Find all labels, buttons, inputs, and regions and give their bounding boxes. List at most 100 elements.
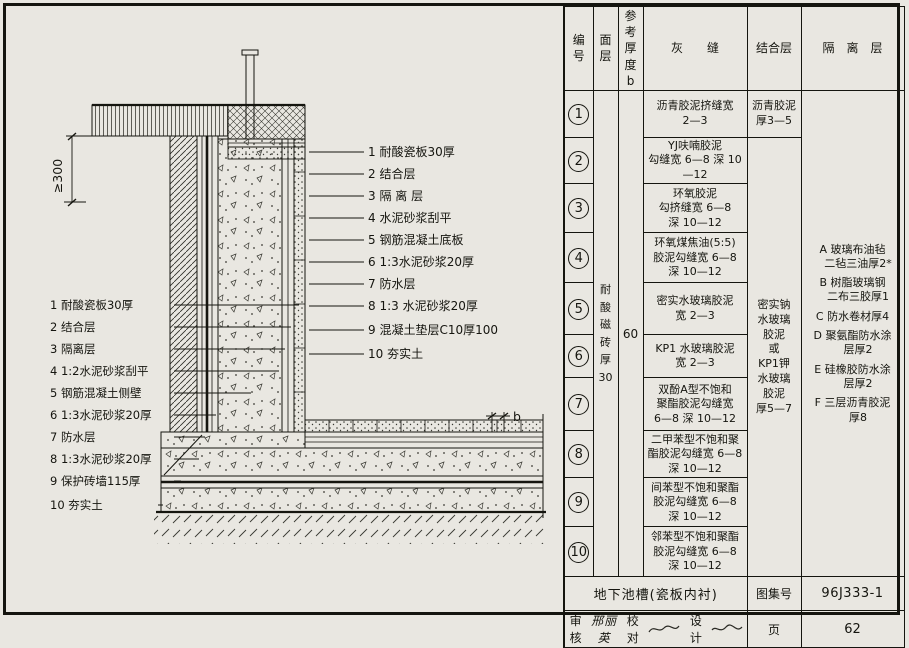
row-number-badge: 5 <box>568 298 590 320</box>
right-label: 1 耐酸瓷板30厚 <box>368 144 455 159</box>
left-label: 3 隔离层 <box>50 342 95 356</box>
row-number-badge: 8 <box>568 444 590 466</box>
left-label: 7 防水层 <box>50 430 95 444</box>
floor-bottom-slab <box>160 447 544 477</box>
page-label: 页 <box>746 610 802 648</box>
right-label: 8 1:3 水泥砂浆20厚 <box>368 298 478 313</box>
right-label: 10 夯实土 <box>368 346 423 361</box>
header-thickness: 参考 厚度 b <box>617 6 644 91</box>
page-number: 62 <box>800 610 905 648</box>
left-label: 9 保护砖墙115厚 <box>50 474 140 488</box>
isolation-layer-cell: A 玻璃布油毡 二毡三油厚2* B 树脂玻璃钢 二布三胶厚1 C 防水卷材厚4 … <box>800 89 905 578</box>
row-number-badge: 1 <box>568 103 590 125</box>
left-label: 10 夯实土 <box>50 498 103 512</box>
table-row: 3 环氧胶泥 勾挤缝宽 6—8 深 10—12 <box>563 183 904 234</box>
dim-min300-label: ≥300 <box>50 159 65 193</box>
row-number-badge: 3 <box>568 198 590 220</box>
joint-cell: 沥青胶泥挤缝宽 2—3 <box>642 89 748 138</box>
table-row: 2 YJ呋喃胶泥 勾缝宽 6—8 深 10 —12 密实钠 水玻璃 胶泥 或 K… <box>563 136 904 578</box>
signature-scribble <box>712 624 743 631</box>
atlas-number-value: 96J333-1 <box>800 576 905 612</box>
isolation-item: C 防水卷材厚4 <box>815 309 890 323</box>
table-row: 4 环氧煤焦油(5:5) 胶泥勾缝宽 6—8 深 10—12 <box>563 232 904 284</box>
thickness-cell: 60 <box>617 89 644 578</box>
atlas-number-label: 图集号 <box>746 576 802 612</box>
right-label: 6 1:3水泥砂浆20厚 <box>368 254 474 269</box>
right-label: 4 水泥砂浆刮平 <box>368 210 451 225</box>
design-label: 设计 <box>689 614 702 646</box>
left-leader-lines <box>158 304 299 506</box>
right-leader-lines <box>309 151 364 355</box>
dimension-min300: ≥300 <box>50 132 96 207</box>
wall-reinforced-concrete <box>217 138 283 433</box>
footing-chamfer <box>163 434 203 476</box>
rammed-earth-hatch <box>154 512 546 544</box>
joint-cell: 间苯型不饱和聚酯 胶泥勾缝宽 6—8 深 10—12 <box>642 477 748 528</box>
joint-cell: 密实水玻璃胶泥 宽 2—3 <box>642 282 748 336</box>
wall-tile-lining <box>293 138 306 433</box>
check-label: 校对 <box>626 614 639 646</box>
detail-drawing: ≥300 b 1 耐酸瓷板30厚 2 结合层 3 隔 离 层 4 水泥砂浆刮平 … <box>50 49 546 544</box>
floor-section <box>156 414 546 518</box>
spec-table: 编 号 面 层 参考 厚度 b 灰 缝 结合层 隔 离 层 1 耐酸 磁砖 厚3… <box>563 6 905 648</box>
row-number-badge: 2 <box>568 150 590 172</box>
table-row: 8 二甲苯型不饱和聚 酯胶泥勾缝宽 6—8 深 10—12 <box>563 430 904 479</box>
row-number-badge: 4 <box>568 247 590 269</box>
table-row: 5 密实水玻璃胶泥 宽 2—3 <box>563 282 904 336</box>
joint-cell: 双酚A型不饱和 聚酯胶泥勾缝宽 6—8 深 10—12 <box>642 377 748 432</box>
row-number-badge: 6 <box>568 346 590 368</box>
floor-cushion <box>160 487 544 513</box>
header-isolation-layer: 隔 离 层 <box>800 6 905 91</box>
joint-cell: KP1 水玻璃胶泥 宽 2—3 <box>642 334 748 379</box>
table-row: 9 间苯型不饱和聚酯 胶泥勾缝宽 6—8 深 10—12 <box>563 477 904 528</box>
header-joint: 灰 缝 <box>642 6 748 91</box>
dimension-b: b <box>486 409 521 432</box>
row-number-badge: 10 <box>568 541 590 563</box>
isolation-item: D 聚氨酯防水涂 层厚2 <box>813 329 892 357</box>
dim-b-label: b <box>513 409 521 424</box>
isolation-item: F 三层沥青胶泥 厚8 <box>814 396 891 424</box>
right-label: 7 防水层 <box>368 276 415 291</box>
wall-protective-brick <box>169 135 198 433</box>
joint-cell: 环氧煤焦油(5:5) 胶泥勾缝宽 6—8 深 10—12 <box>642 232 748 284</box>
left-label: 1 耐酸瓷板30厚 <box>50 298 133 312</box>
joint-cell: YJ呋喃胶泥 勾缝宽 6—8 深 10 —12 <box>642 136 748 185</box>
atlas-sheet: { "drawing": { "dim_min300": "≥300", "di… <box>3 3 905 648</box>
right-label: 3 隔 离 层 <box>368 188 423 203</box>
left-label: 4 1:2水泥砂浆刮平 <box>50 364 148 378</box>
table-row: 1 耐酸 磁砖 厚30 60 沥青胶泥挤缝宽 2—3 沥青胶泥 厚3—5 A 玻… <box>563 89 905 578</box>
pipe <box>241 49 259 139</box>
header-number: 编 号 <box>563 6 594 91</box>
joint-cell: 环氧胶泥 勾挤缝宽 6—8 深 10—12 <box>642 183 748 234</box>
right-label: 9 混凝土垫层C10厚100 <box>368 322 498 337</box>
bonding-cell: 沥青胶泥 厚3—5 <box>746 89 802 138</box>
floor-footing-concrete <box>160 431 306 449</box>
header-bonding-layer: 结合层 <box>746 6 802 91</box>
title-row: 地下池槽(瓷板内衬) 图集号 96J333-1 <box>563 576 905 612</box>
left-label-list: 1 耐酸瓷板30厚 2 结合层 3 隔离层 4 1:2水泥砂浆刮平 5 钢筋混凝… <box>50 298 152 512</box>
isolation-item: A 玻璃布油毡 二毡三油厚2* <box>819 242 892 270</box>
signature-row: 审核 邢丽英 校对 设计 页 62 <box>563 610 905 648</box>
signature-scribble <box>648 626 680 633</box>
wall-section <box>169 135 306 433</box>
left-label: 8 1:3水泥砂浆20厚 <box>50 452 152 466</box>
row-number-badge: 9 <box>568 492 590 514</box>
table-header-row: 编 号 面 层 参考 厚度 b 灰 缝 结合层 隔 离 层 <box>563 6 905 91</box>
joint-cell: 二甲苯型不饱和聚 酯胶泥勾缝宽 6—8 深 10—12 <box>642 430 748 479</box>
right-label: 5 钢筋混凝土底板 <box>368 232 463 247</box>
header-surface-layer: 面 层 <box>592 6 619 91</box>
joint-cell: 邻苯型不饱和聚酯 胶泥勾缝宽 6—8 深 10—12 <box>642 526 748 578</box>
table-row: 10 邻苯型不饱和聚酯 胶泥勾缝宽 6—8 深 10—12 <box>563 526 904 578</box>
surface-layer-cell: 耐酸 磁砖 厚30 <box>592 89 619 578</box>
left-label: 6 1:3水泥砂浆20厚 <box>50 408 152 422</box>
right-label-list: 1 耐酸瓷板30厚 2 结合层 3 隔 离 层 4 水泥砂浆刮平 5 钢筋混凝土… <box>368 144 498 361</box>
bonding-merged-cell: 密实钠 水玻璃 胶泥 或 KP1钾 水玻璃 胶泥 厚5—7 <box>746 136 802 578</box>
reviewer-name: 邢丽英 <box>591 614 618 646</box>
sheet-title: 地下池槽(瓷板内衬) <box>563 576 748 612</box>
review-label: 审核 <box>569 614 582 646</box>
row-number-badge: 7 <box>568 394 590 416</box>
right-label: 2 结合层 <box>368 166 415 181</box>
left-label: 2 结合层 <box>50 320 95 334</box>
left-label: 5 钢筋混凝土侧壁 <box>50 386 141 400</box>
floor-tile-lining <box>304 419 544 433</box>
